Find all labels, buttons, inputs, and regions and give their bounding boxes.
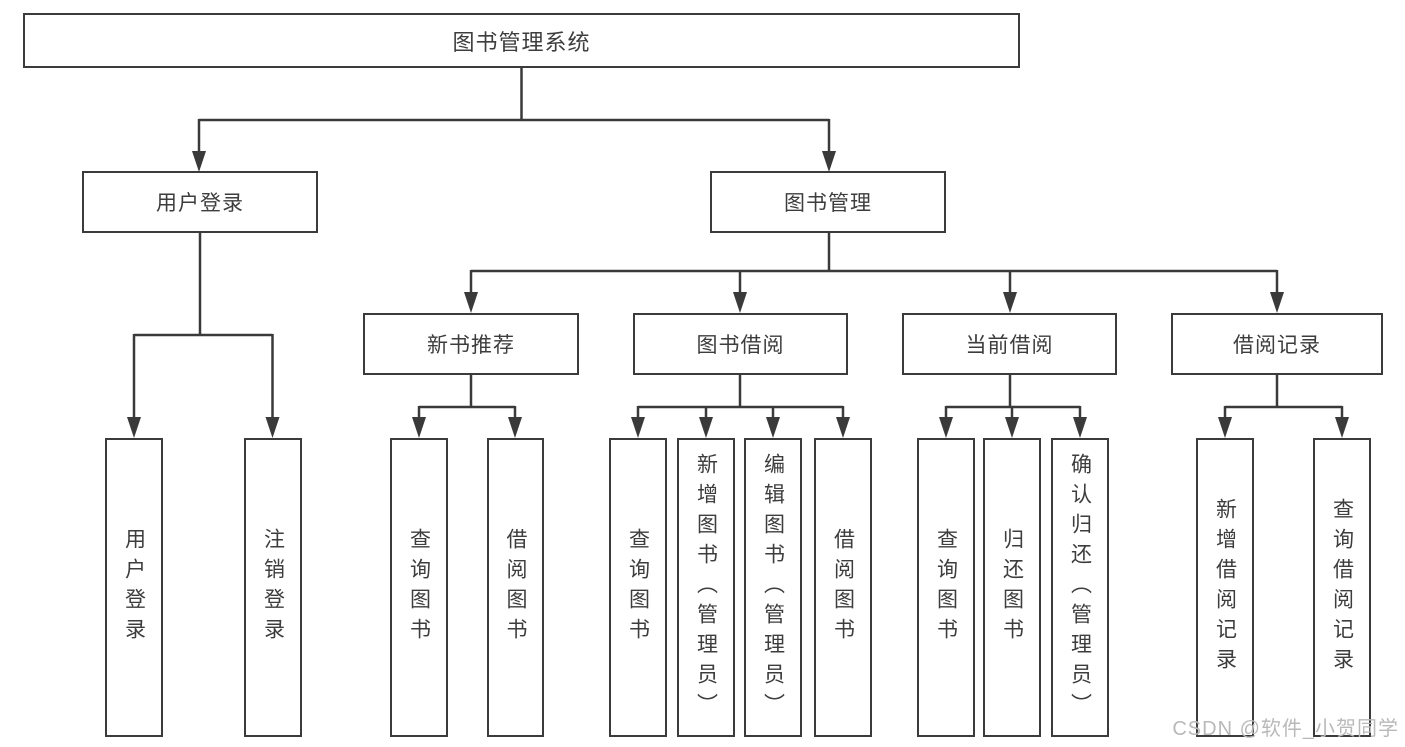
leaf-borrow-books-borrowing: 借阅图书 [814,438,872,737]
leaf-label: 新增图书（管理员） [694,452,718,723]
leaf-edit-book-admin: 编辑图书（管理员） [744,438,802,737]
leaf-query-books-borrowing: 查询图书 [609,438,667,737]
leaf-logout: 注销登录 [244,438,302,737]
leaf-user-login: 用户登录 [105,438,163,737]
leaf-label: 确认归还（管理员） [1068,452,1092,723]
leaf-add-book-admin: 新增图书（管理员） [677,438,735,737]
leaf-label: 新增借阅记录 [1213,497,1237,678]
leaf-add-borrow-record: 新增借阅记录 [1196,438,1254,737]
node-library-system: 图书管理系统 [23,13,1020,68]
node-label: 借阅记录 [1233,334,1321,357]
node-label: 新书推荐 [427,334,515,357]
leaf-label: 借阅图书 [831,527,855,648]
leaf-label: 查询图书 [407,527,431,648]
csdn-watermark: CSDN @软件_小贺同学 [1172,718,1399,740]
leaf-label: 查询借阅记录 [1330,497,1354,678]
node-label: 图书管理 [784,192,872,215]
node-book-borrowing: 图书借阅 [633,313,848,375]
node-current-borrowing: 当前借阅 [902,313,1117,375]
node-borrow-records: 借阅记录 [1171,313,1383,375]
leaf-label: 查询图书 [626,527,650,648]
node-label: 当前借阅 [965,334,1054,357]
leaf-label: 注销登录 [261,527,285,648]
leaf-query-books-current: 查询图书 [917,438,975,737]
node-label: 图书管理系统 [452,29,591,55]
leaf-label: 用户登录 [122,527,146,648]
leaf-label: 归还图书 [1000,527,1024,648]
node-label: 用户登录 [156,192,244,215]
leaf-query-books-recommend: 查询图书 [390,438,448,737]
node-new-book-recommend: 新书推荐 [363,313,579,375]
leaf-label: 借阅图书 [504,527,527,648]
leaf-query-borrow-record: 查询借阅记录 [1313,438,1371,737]
node-user-login: 用户登录 [82,171,318,233]
node-label: 图书借阅 [696,334,785,357]
node-book-management: 图书管理 [710,171,946,233]
leaf-return-books: 归还图书 [983,438,1041,737]
leaf-borrow-books-recommend: 借阅图书 [487,438,544,737]
leaf-label: 编辑图书（管理员） [761,452,785,723]
leaf-label: 查询图书 [934,527,958,648]
leaf-confirm-return-admin: 确认归还（管理员） [1051,438,1109,737]
